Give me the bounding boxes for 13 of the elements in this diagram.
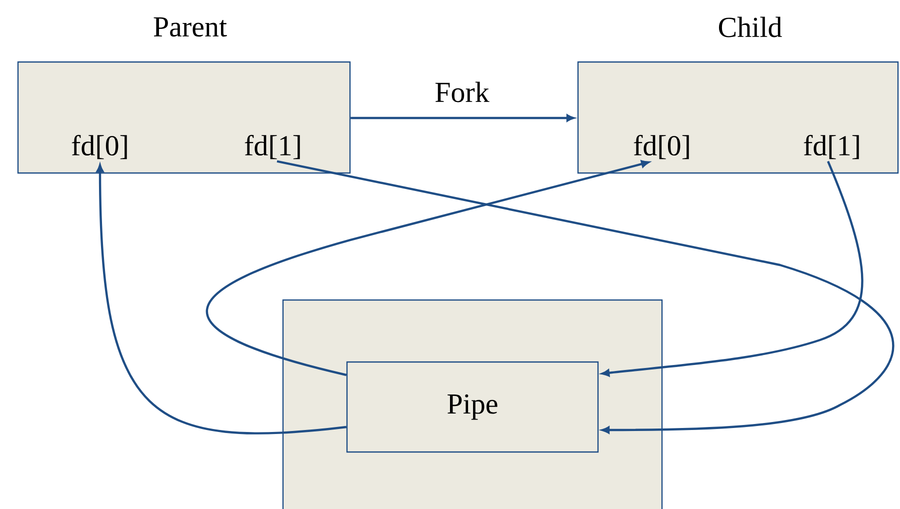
box-heading: Parent <box>154 17 227 37</box>
edge-label: Fork <box>434 80 490 104</box>
box-heading: Child <box>718 16 782 38</box>
descriptor-label: fd[1] <box>804 134 859 160</box>
arrow <box>96 164 347 434</box>
descriptor-label: fd[0] <box>634 134 689 160</box>
arrow <box>350 114 574 122</box>
arrow <box>276 160 894 434</box>
pipe-box: Pipe <box>346 361 599 453</box>
descriptor-label: fd[0] <box>72 134 127 160</box>
arrow <box>602 160 864 376</box>
arrow <box>206 160 650 376</box>
descriptor-label: fd[1] <box>244 134 300 160</box>
